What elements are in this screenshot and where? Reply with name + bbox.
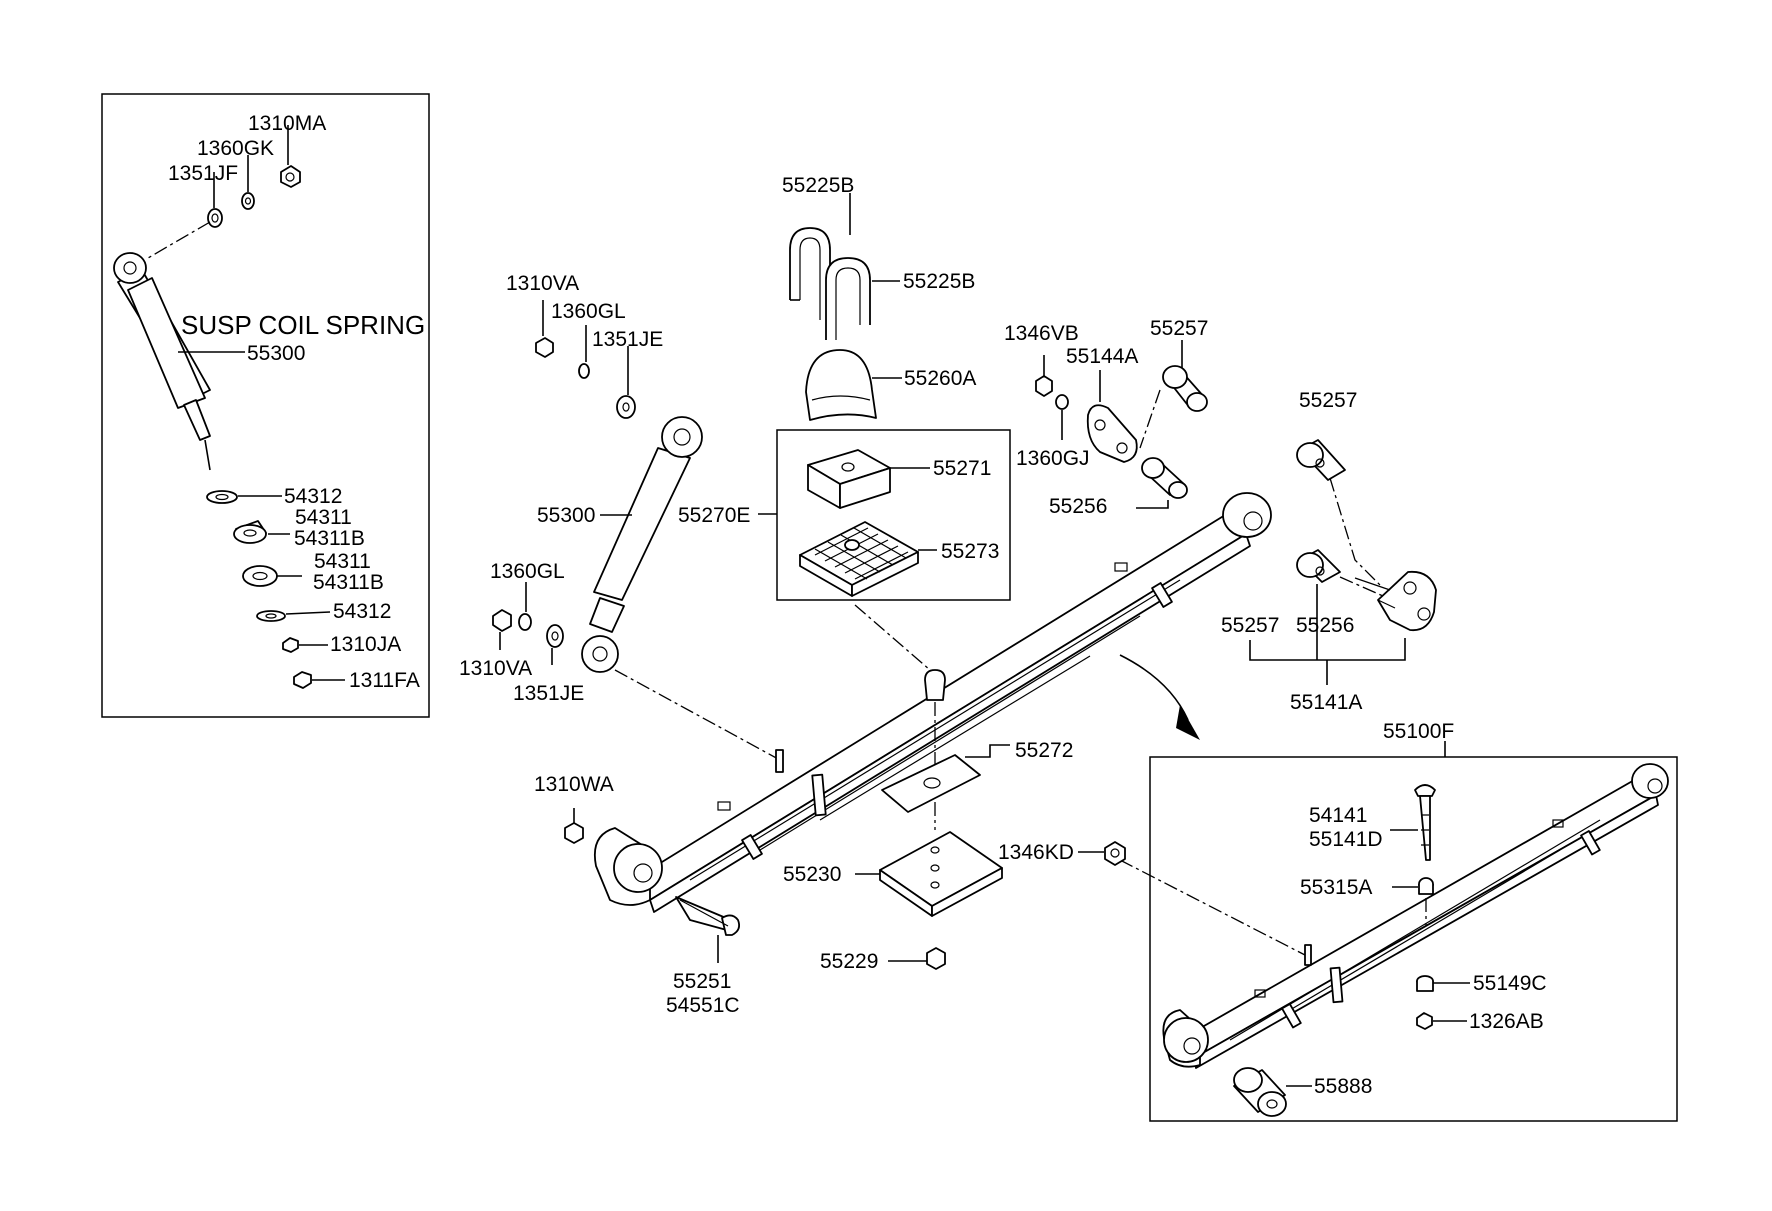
label-55251: 55251 (673, 970, 731, 993)
label-1351JE-low: 1351JE (513, 682, 584, 705)
bushing-55256-left-icon (1141, 457, 1188, 499)
label-1310VA-top: 1310VA (506, 272, 579, 295)
washer-1351JE-top-icon (616, 395, 636, 419)
washer-1360GJ-icon (1055, 394, 1069, 410)
leaf-spring-main-icon (594, 492, 1272, 913)
bushing-55257-top-icon (1162, 365, 1208, 412)
label-55230: 55230 (783, 863, 841, 886)
nut-1310WA-icon (564, 822, 584, 844)
cap-55271-icon (807, 449, 891, 509)
label-55229: 55229 (820, 950, 878, 973)
nut-1326AB-icon (1416, 1012, 1433, 1030)
washer-1351JE-low-icon (546, 624, 564, 648)
label-55315A: 55315A (1300, 876, 1372, 899)
label-54311B-a: 54311B (294, 527, 365, 550)
label-55272: 55272 (1015, 739, 1073, 762)
u-bolt-55225B-a-icon (789, 227, 831, 320)
label-55888: 55888 (1314, 1075, 1372, 1098)
label-55144A: 55144A (1066, 345, 1138, 368)
u-bolt-55225B-b-icon (825, 257, 871, 340)
label-55256-left: 55256 (1049, 495, 1107, 518)
panel-title: SUSP COIL SPRING (181, 310, 425, 340)
arrow-to-55100F-icon (1119, 654, 1200, 740)
label-1346KD: 1346KD (998, 841, 1074, 864)
bushing-54311-b-icon (242, 565, 278, 587)
label-54311-a: 54311 (295, 506, 352, 529)
washer-1360GK-icon (241, 192, 255, 210)
label-1351JF: 1351JF (168, 162, 238, 185)
washer-1360GL-low-icon (518, 613, 532, 631)
nut-1310MA-icon (280, 165, 301, 188)
label-1311FA: 1311FA (349, 669, 420, 692)
bracket-kit-55270E-box (776, 429, 1011, 601)
label-54312-a: 54312 (284, 485, 342, 508)
bolt-54141-icon (1414, 784, 1436, 861)
label-55270E: 55270E (678, 504, 750, 527)
label-55225B-top: 55225B (782, 174, 854, 197)
label-55257-bottom: 55257 (1221, 614, 1279, 637)
label-54551C: 54551C (666, 994, 740, 1017)
shackle-55141A-icon (1354, 570, 1437, 632)
washer-54312-b-icon (256, 610, 286, 622)
label-55141D: 55141D (1309, 828, 1383, 851)
bushing-55256-right-icon (1296, 549, 1341, 583)
label-55100F: 55100F (1383, 720, 1454, 743)
nut-1346KD-icon (1104, 841, 1126, 866)
label-1346VB: 1346VB (1004, 322, 1079, 345)
pad-55273-icon (799, 521, 919, 597)
bolt-55251-icon (675, 896, 741, 936)
washer-1310VA-top-icon (535, 337, 554, 358)
nut-1311FA-icon (293, 671, 312, 689)
label-55260A: 55260A (904, 367, 976, 390)
label-55273: 55273 (941, 540, 999, 563)
plate-55272-icon (881, 754, 981, 813)
nut-1310JA-icon (282, 637, 299, 653)
nut-55229-icon (926, 947, 946, 970)
label-1310JA: 1310JA (330, 633, 401, 656)
label-55300-main: 55300 (537, 504, 595, 527)
shock-absorber-55300-icon (581, 416, 703, 673)
label-1360GK: 1360GK (197, 137, 274, 160)
label-55300-inset: 55300 (247, 342, 305, 365)
washer-1360GL-top-icon (578, 363, 590, 379)
coil-spring-inset-panel: SUSP COIL SPRING (101, 93, 430, 718)
label-55256-right: 55256 (1296, 614, 1354, 637)
label-1310MA: 1310MA (248, 112, 326, 135)
nut-1346VB-icon (1035, 375, 1053, 397)
label-54312-b: 54312 (333, 600, 391, 623)
label-1360GL-low: 1360GL (490, 560, 565, 583)
label-1360GJ: 1360GJ (1016, 447, 1090, 470)
label-1310VA-low: 1310VA (459, 657, 532, 680)
nut-55149C-icon (1416, 975, 1434, 992)
label-55141A: 55141A (1290, 691, 1362, 714)
label-55149C: 55149C (1473, 972, 1547, 995)
leaf-spring-assembly-55100F-box (1149, 756, 1678, 1122)
label-1326AB: 1326AB (1469, 1010, 1544, 1033)
label-55271: 55271 (933, 457, 991, 480)
washer-1351JF-icon (207, 208, 223, 228)
label-1360GL-top: 1360GL (551, 300, 626, 323)
label-54141: 54141 (1309, 804, 1367, 827)
spring-seat-55260A-icon (805, 349, 877, 421)
bushing-55888-icon (1233, 1067, 1287, 1117)
label-1351JE-top: 1351JE (592, 328, 663, 351)
bracket-55230-icon (879, 831, 1003, 917)
label-54311-b: 54311 (314, 550, 371, 573)
shackle-55144A-icon (1086, 404, 1138, 463)
label-55257-right: 55257 (1299, 389, 1357, 412)
bushing-54311-a-icon (233, 520, 267, 544)
shock-absorber-inset-icon (113, 252, 211, 471)
leaf-spring-55100F-icon (1162, 763, 1669, 1069)
washer-54312-a-icon (206, 490, 238, 504)
label-55225B-right: 55225B (903, 270, 975, 293)
bushing-55257-right-icon (1296, 439, 1346, 481)
label-1310WA: 1310WA (534, 773, 614, 796)
nut-1310VA-low-icon (492, 609, 512, 632)
label-54311B-b: 54311B (313, 571, 384, 594)
cap-55315A-icon (1418, 877, 1434, 925)
label-55257-top: 55257 (1150, 317, 1208, 340)
